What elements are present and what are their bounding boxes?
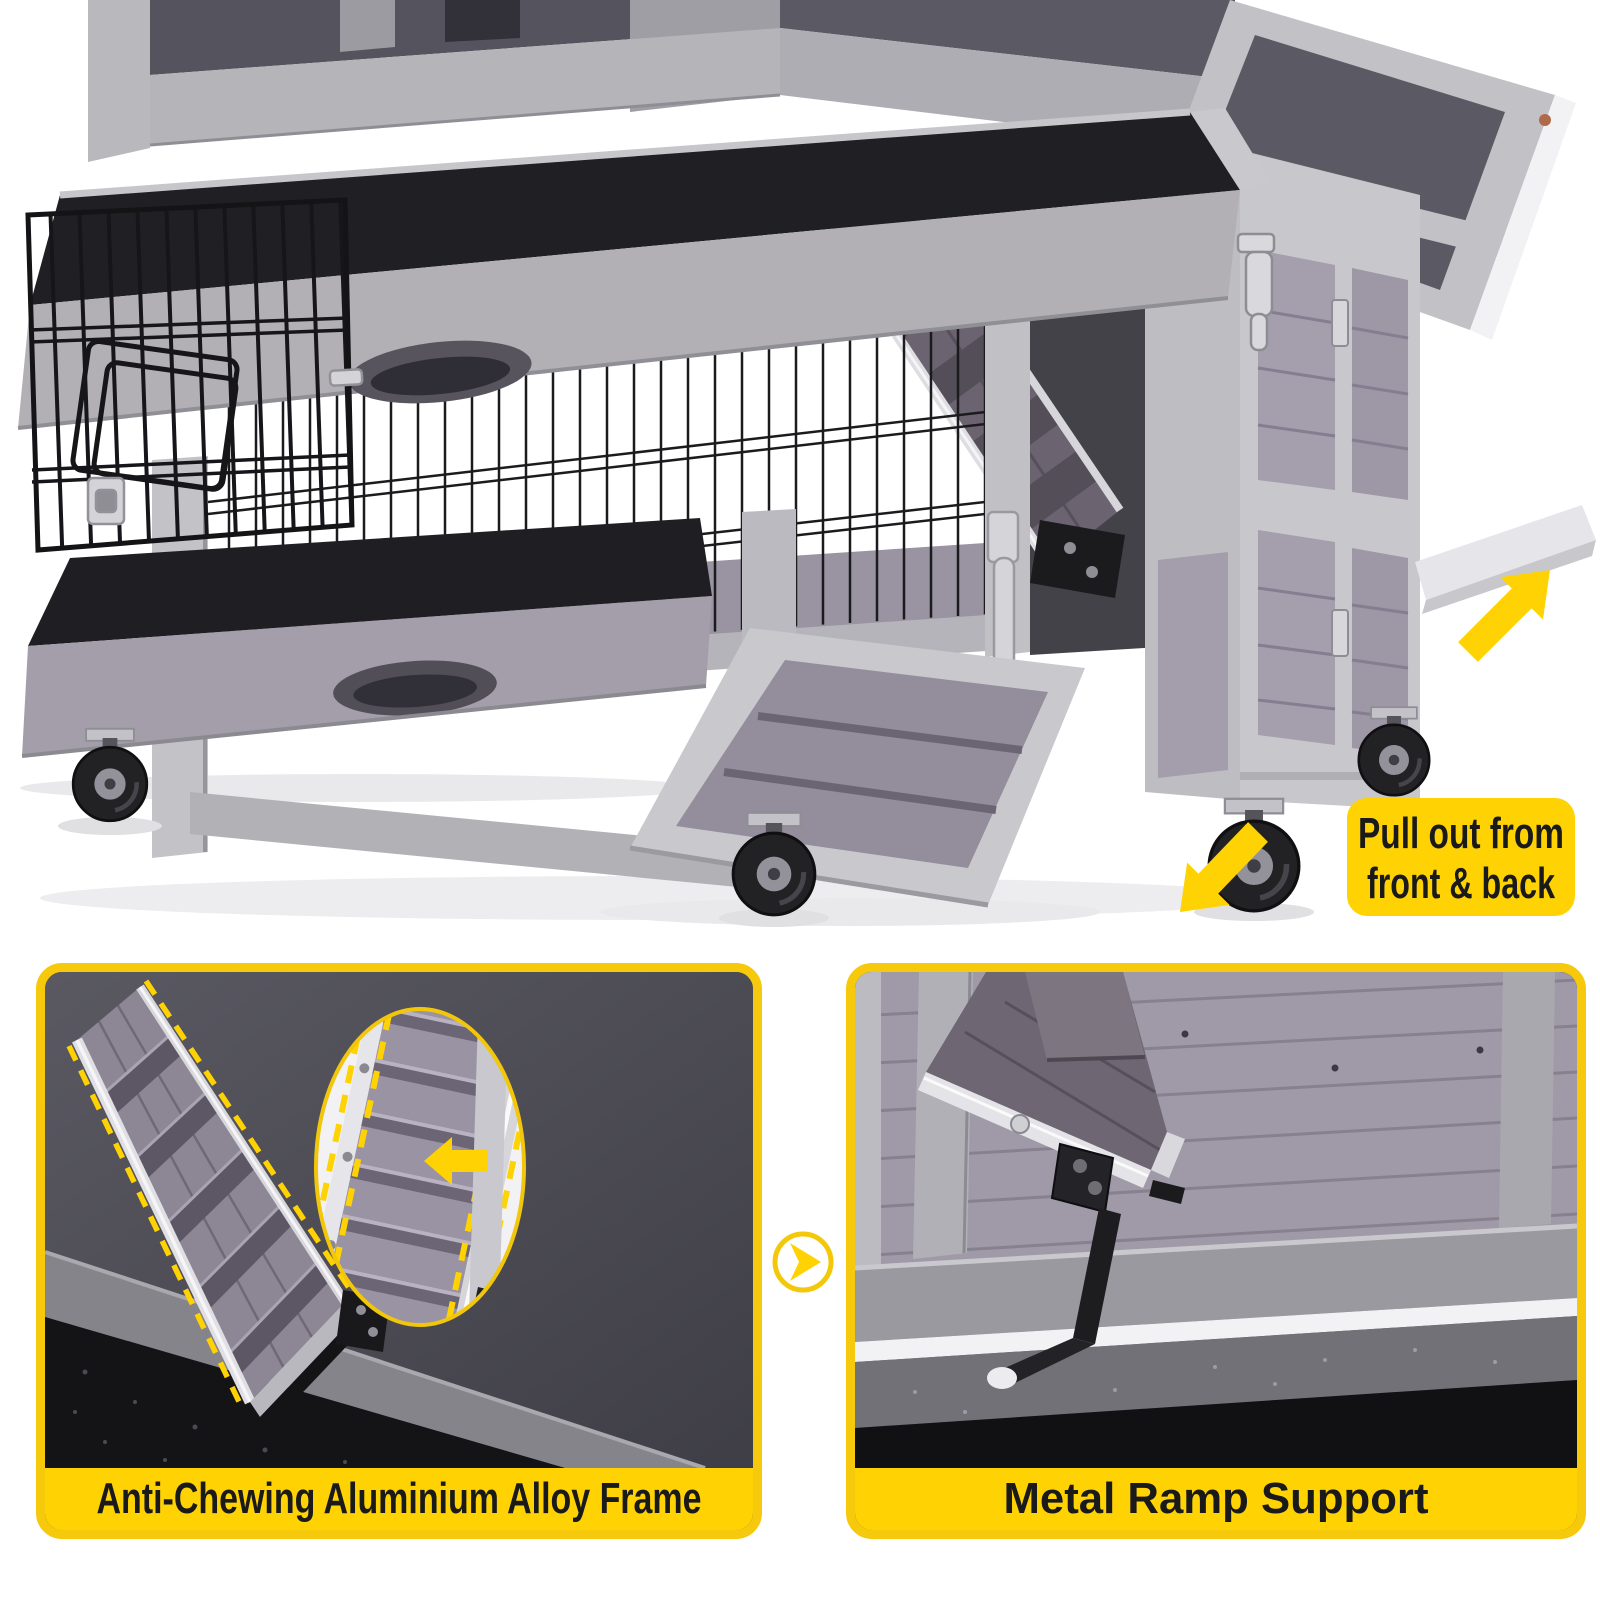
latch-icon <box>86 368 364 526</box>
aluminium-ramp <box>66 979 390 1429</box>
caption-strip: Metal Ramp Support <box>855 1468 1577 1530</box>
caption-aluminium-frame: Anti-Chewing Aluminium Alloy Frame <box>97 1474 702 1523</box>
base-ledge <box>855 1223 1577 1468</box>
floor-speckles <box>73 1369 347 1464</box>
hinge-icon <box>1331 299 1349 657</box>
caption-ramp-support: Metal Ramp Support <box>1004 1474 1429 1523</box>
tray-handle <box>333 660 497 716</box>
feature-panel-aluminium-frame: Anti-Chewing Aluminium Alloy Frame <box>36 963 762 1539</box>
pull-out-callout: Pull out from front & back <box>1347 798 1575 916</box>
arrow-left-icon <box>424 1137 488 1185</box>
pull-out-callout-text: Pull out from front & back <box>1358 809 1564 908</box>
tray-handle <box>348 340 532 404</box>
caster-wheels <box>58 707 1429 927</box>
play-arrow-icon <box>772 1231 834 1293</box>
metal-support-bracket <box>987 1142 1121 1389</box>
ramp-steps <box>103 1034 331 1377</box>
hay-rack <box>70 338 240 492</box>
dashed-outline <box>66 979 356 1412</box>
wire-door-open <box>25 197 364 553</box>
ramp-end-bracket <box>1030 520 1125 598</box>
callout-line2: front & back <box>1367 859 1555 908</box>
caption-strip: Anti-Chewing Aluminium Alloy Frame <box>45 1468 753 1530</box>
aluminium-frame-photo <box>45 972 753 1470</box>
ramp-support-photo <box>855 972 1577 1468</box>
feature-panel-ramp-support: Metal Ramp Support <box>846 963 1586 1539</box>
callout-line1: Pull out from <box>1358 809 1564 858</box>
hutch-photo <box>17 0 1596 927</box>
panel-divider <box>769 1228 837 1296</box>
arrow-up-right-icon <box>1458 570 1550 662</box>
bottom-tray <box>21 518 712 758</box>
arrow-down-left-icon <box>1180 822 1268 912</box>
latch-icon <box>1236 232 1276 352</box>
